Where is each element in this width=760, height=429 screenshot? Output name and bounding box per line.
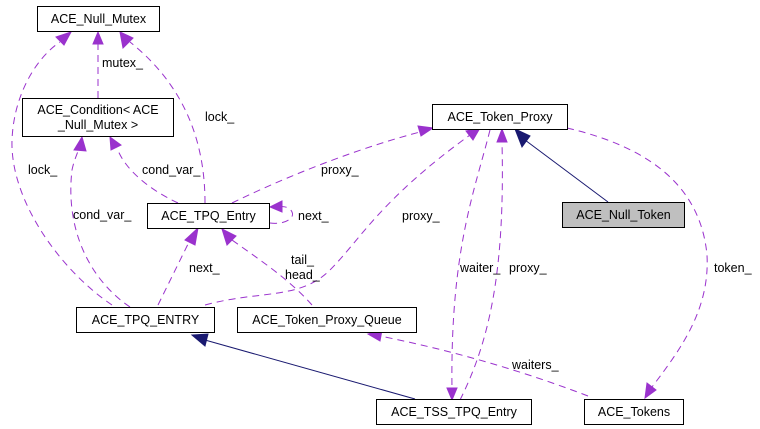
label-proxy-upper: proxy_ <box>321 163 360 177</box>
edge-proxy-mid <box>204 134 471 306</box>
arrowhead <box>417 125 435 137</box>
label-proxy-mid: proxy_ <box>402 209 441 223</box>
edge-proxy-upper <box>231 131 421 204</box>
node-ace-tokens[interactable]: ACE_Tokens <box>584 399 684 425</box>
node-label: ACE_TPQ_Entry <box>161 209 256 223</box>
node-ace-tss-tpq-entry[interactable]: ACE_TSS_TPQ_Entry <box>376 399 532 425</box>
arrowhead <box>190 333 209 347</box>
node-ace-condition[interactable]: ACE_Condition< ACE _Null_Mutex > <box>22 98 174 137</box>
arrowhead <box>119 31 134 50</box>
node-label: ACE_Tokens <box>598 405 670 419</box>
label-next-lower: next_ <box>189 261 221 275</box>
node-label: ACE_TSS_TPQ_Entry <box>391 405 517 419</box>
edge-inherit-null-token <box>524 139 609 203</box>
label-token: token_ <box>714 261 753 275</box>
node-label: ACE_Null_Mutex <box>51 12 147 26</box>
edge-token <box>566 127 708 388</box>
arrowhead <box>644 382 657 400</box>
node-label: ACE_Token_Proxy <box>448 110 554 124</box>
label-lock-right: lock_ <box>205 110 235 124</box>
edge-waiter <box>451 129 491 391</box>
label-lock-left: lock_ <box>28 163 58 177</box>
node-label: ACE_TPQ_ENTRY <box>92 313 200 327</box>
edge-lock-right <box>129 41 206 204</box>
node-ace-token-proxy[interactable]: ACE_Token_Proxy <box>432 104 568 130</box>
edge-waiters <box>379 335 589 397</box>
node-label: _Null_Mutex > <box>57 118 138 132</box>
edge-cond-var-left <box>70 147 131 308</box>
node-ace-null-token[interactable]: ACE_Null_Token <box>562 202 685 228</box>
edge-lock-left <box>11 41 113 306</box>
label-tail: tail_ <box>291 253 315 267</box>
label-cond-var-left: cond_var_ <box>73 208 132 222</box>
arrowhead <box>268 200 283 213</box>
node-label: ACE_Token_Proxy_Queue <box>252 313 401 327</box>
node-ace-null-mutex[interactable]: ACE_Null_Mutex <box>37 6 160 32</box>
edge-next-lower <box>157 239 191 306</box>
edge-proxy-tss <box>459 141 503 401</box>
arrowhead <box>496 127 508 143</box>
arrowhead <box>55 31 73 46</box>
edge-tail-head <box>231 239 313 306</box>
edge-inherit-tss-tpq <box>204 339 416 400</box>
label-mutex: mutex_ <box>102 56 144 70</box>
arrowhead <box>184 226 199 246</box>
node-ace-tpq-entry-upper[interactable]: ACE_TPQ_ENTRY <box>76 307 215 333</box>
edge-next-self <box>269 206 294 224</box>
label-waiter: waiter_ <box>459 261 501 275</box>
label-head: head_ <box>285 268 321 282</box>
arrowhead <box>73 135 87 152</box>
node-ace-tpq-entry[interactable]: ACE_TPQ_Entry <box>147 203 270 229</box>
label-proxy-tss: proxy_ <box>509 261 548 275</box>
arrowhead <box>446 387 458 402</box>
edge-cond-var-upper <box>116 147 179 204</box>
label-waiters: waiters_ <box>511 358 560 372</box>
label-cond-var-upper: cond_var_ <box>142 163 201 177</box>
arrowhead <box>92 30 104 45</box>
arrowhead <box>221 228 237 246</box>
node-ace-token-proxy-queue[interactable]: ACE_Token_Proxy_Queue <box>237 307 417 333</box>
arrowhead <box>109 135 122 151</box>
node-label: ACE_Null_Token <box>576 208 671 222</box>
label-next-self: next_ <box>298 209 330 223</box>
node-label: ACE_Condition< ACE <box>37 103 158 117</box>
arrowhead <box>514 128 531 149</box>
